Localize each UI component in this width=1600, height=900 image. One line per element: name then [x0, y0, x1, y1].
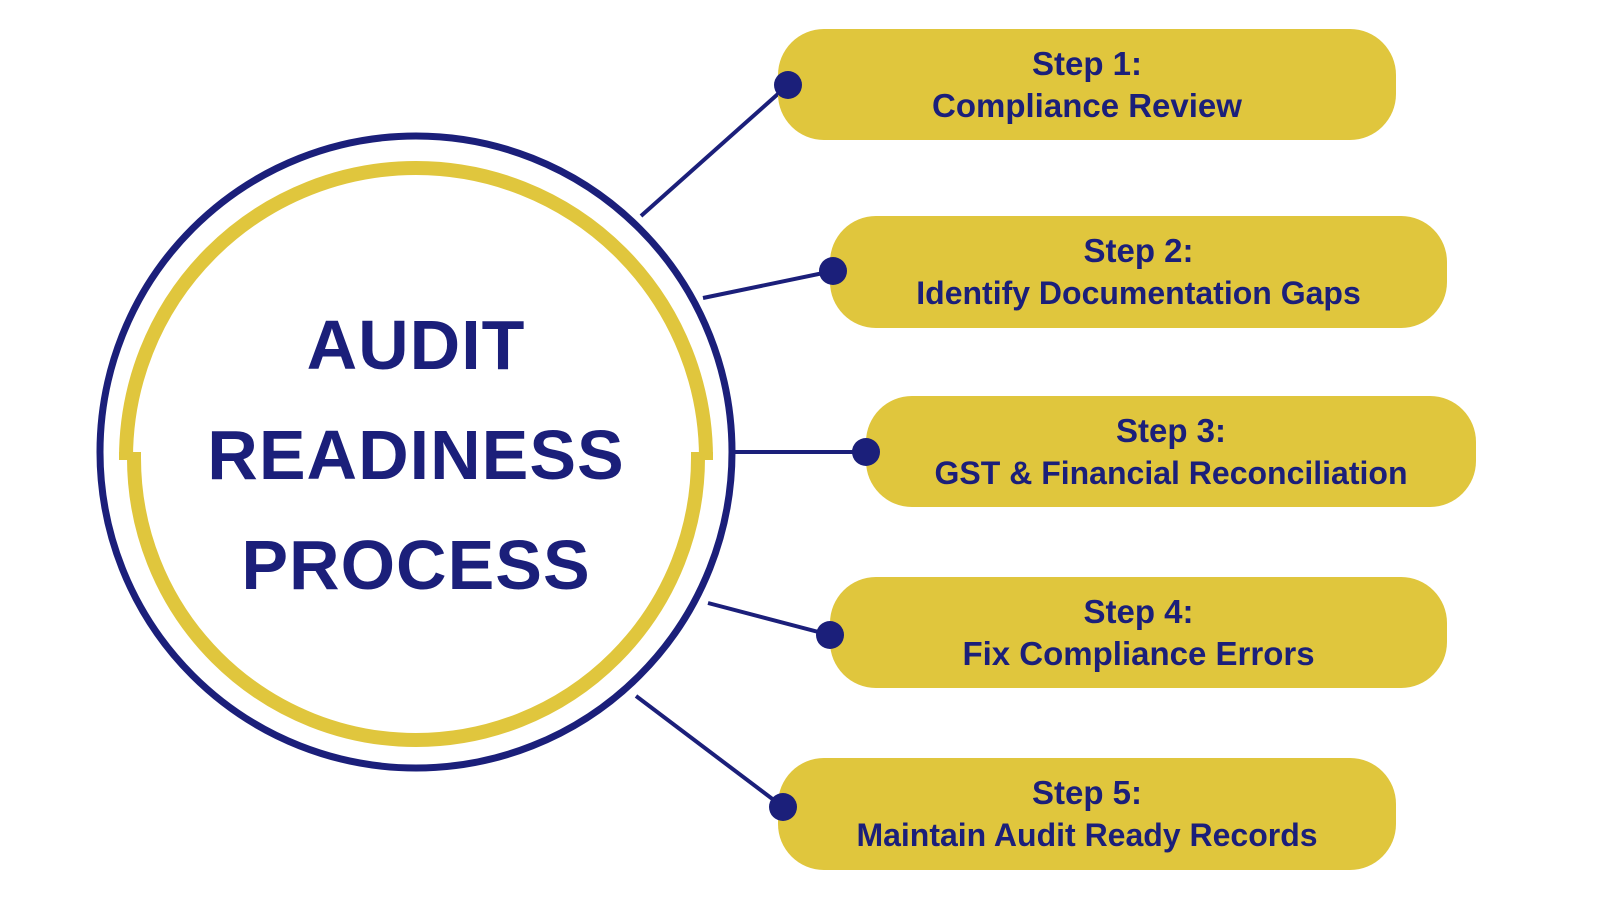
step-3-label: Step 3:	[1115, 411, 1227, 449]
center-title-line-3: PROCESS	[241, 526, 591, 604]
gold-ring-top	[119, 161, 713, 459]
connector-step-1	[639, 83, 790, 218]
step-1-box: Step 1: Compliance Review	[778, 29, 1396, 140]
gold-ring-notch-left	[119, 452, 141, 460]
step-5-box: Step 5: Maintain Audit Ready Records	[778, 758, 1396, 870]
step-5-label: Step 5:	[1031, 774, 1143, 811]
outer-ring	[96, 132, 736, 772]
step-1-label: Step 1:	[1031, 44, 1143, 82]
connector-step-4	[707, 601, 831, 637]
step-5-name: Maintain Audit Ready Records	[856, 817, 1318, 853]
step-2-box: Step 2: Identify Documentation Gaps	[830, 216, 1447, 328]
step-1-name: Compliance Review	[932, 86, 1242, 124]
connector-step-5	[634, 694, 785, 809]
gold-ring-notch-right	[691, 452, 713, 460]
gold-ring-bottom	[127, 457, 705, 747]
center-title-line-2: READINESS	[207, 416, 625, 494]
step-3-name: GST & Financial Reconciliation	[934, 454, 1408, 491]
step-2-name: Identify Documentation Gaps	[916, 275, 1361, 311]
step-4-name: Fix Compliance Errors	[962, 634, 1315, 672]
center-title: AUDIT READINESS PROCESS	[116, 290, 716, 620]
center-title-line-1: AUDIT	[306, 306, 526, 384]
connector-step-2	[702, 269, 834, 300]
step-3-box: Step 3: GST & Financial Reconciliation	[866, 396, 1476, 507]
step-4-box: Step 4: Fix Compliance Errors	[830, 577, 1447, 688]
step-4-label: Step 4:	[1083, 592, 1194, 630]
step-2-label: Step 2:	[1083, 232, 1194, 269]
